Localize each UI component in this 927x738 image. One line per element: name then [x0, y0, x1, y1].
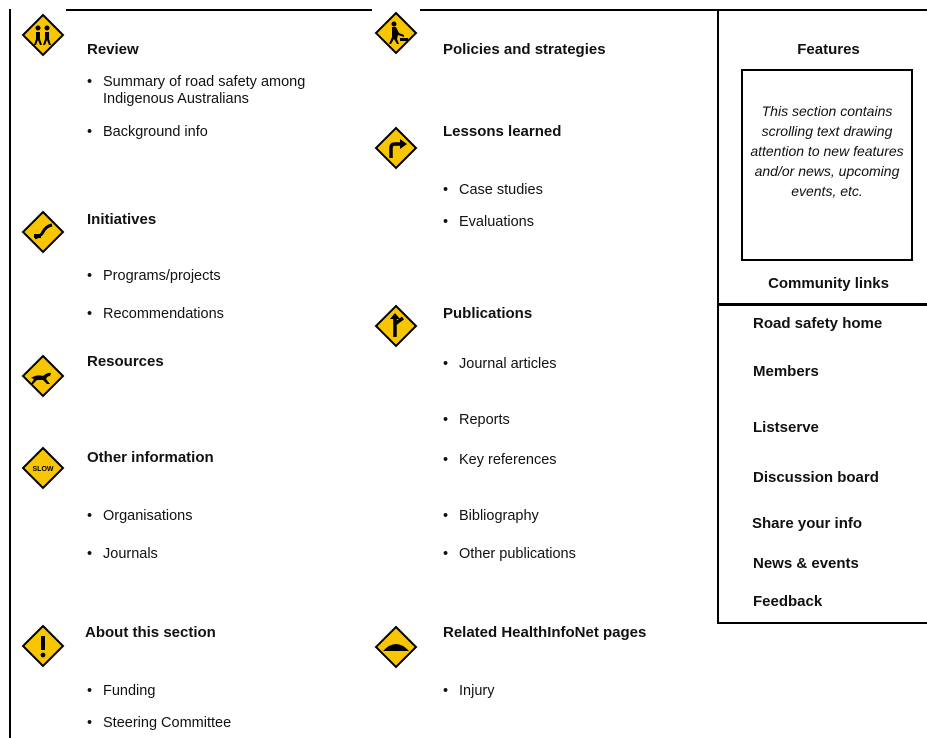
- community-link-feedback[interactable]: Feedback: [753, 593, 823, 610]
- list-item[interactable]: •Other publications: [443, 546, 576, 562]
- kangaroo-sign-icon[interactable]: [21, 354, 65, 398]
- community-link-news-events[interactable]: News & events: [753, 555, 859, 572]
- list-item[interactable]: •Journal articles: [443, 356, 557, 372]
- list-item[interactable]: •Evaluations: [443, 214, 534, 230]
- list-item[interactable]: •Journals: [87, 546, 158, 562]
- list-item[interactable]: •Case studies: [443, 182, 543, 198]
- top-rule-right: [420, 9, 927, 11]
- section-title-other-information[interactable]: Other information: [87, 449, 214, 466]
- left-rule: [9, 9, 11, 738]
- pedestrians-sign-icon[interactable]: [21, 13, 65, 57]
- sidebar-divider: [717, 303, 927, 306]
- community-link-road-safety-home[interactable]: Road safety home: [753, 315, 883, 332]
- list-item[interactable]: •Summary of road safety among Indigenous…: [87, 74, 306, 107]
- community-links-title: Community links: [768, 275, 889, 292]
- winding-road-sign-icon[interactable]: [21, 210, 65, 254]
- section-title-policies[interactable]: Policies and strategies: [443, 41, 606, 58]
- section-title-publications[interactable]: Publications: [443, 305, 533, 322]
- community-link-share-your-info[interactable]: Share your info: [752, 515, 863, 532]
- junction-sign-icon[interactable]: [374, 304, 418, 348]
- slow-sign-icon[interactable]: SLOW: [21, 446, 65, 490]
- list-item[interactable]: •Injury: [443, 683, 495, 699]
- community-link-discussion-board[interactable]: Discussion board: [753, 469, 879, 486]
- list-item[interactable]: •Organisations: [87, 508, 193, 524]
- list-item[interactable]: •Key references: [443, 452, 557, 468]
- features-scroll-box[interactable]: This section contains scrolling text dra…: [741, 69, 913, 261]
- top-rule-left: [66, 9, 372, 11]
- sidebar-left-rule: [717, 9, 719, 624]
- roadwork-sign-icon[interactable]: [374, 11, 418, 55]
- speed-bump-sign-icon[interactable]: [374, 625, 418, 669]
- section-title-resources[interactable]: Resources: [87, 353, 164, 370]
- sidebar-bottom-rule: [717, 622, 927, 624]
- section-title-initiatives[interactable]: Initiatives: [87, 211, 157, 228]
- list-item[interactable]: •Bibliography: [443, 508, 539, 524]
- features-title: Features: [797, 41, 860, 58]
- section-title-review[interactable]: Review: [87, 41, 139, 58]
- section-title-related[interactable]: Related HealthInfoNet pages: [443, 624, 647, 641]
- list-item[interactable]: •Background info: [87, 124, 208, 140]
- exclamation-sign-icon[interactable]: [21, 624, 65, 668]
- section-title-lessons[interactable]: Lessons learned: [443, 123, 562, 140]
- community-link-members[interactable]: Members: [753, 363, 819, 380]
- list-item[interactable]: •Reports: [443, 412, 510, 428]
- features-text: This section contains scrolling text dra…: [750, 103, 904, 199]
- list-item[interactable]: •Steering Committee: [87, 715, 232, 731]
- list-item[interactable]: •Recommendations: [87, 306, 224, 322]
- svg-text:SLOW: SLOW: [33, 466, 54, 473]
- list-item[interactable]: •Programs/projects: [87, 268, 221, 284]
- list-item[interactable]: •Funding: [87, 683, 156, 699]
- section-title-about[interactable]: About this section: [85, 624, 216, 641]
- community-link-listserve[interactable]: Listserve: [753, 419, 819, 436]
- turn-right-sign-icon[interactable]: [374, 126, 418, 170]
